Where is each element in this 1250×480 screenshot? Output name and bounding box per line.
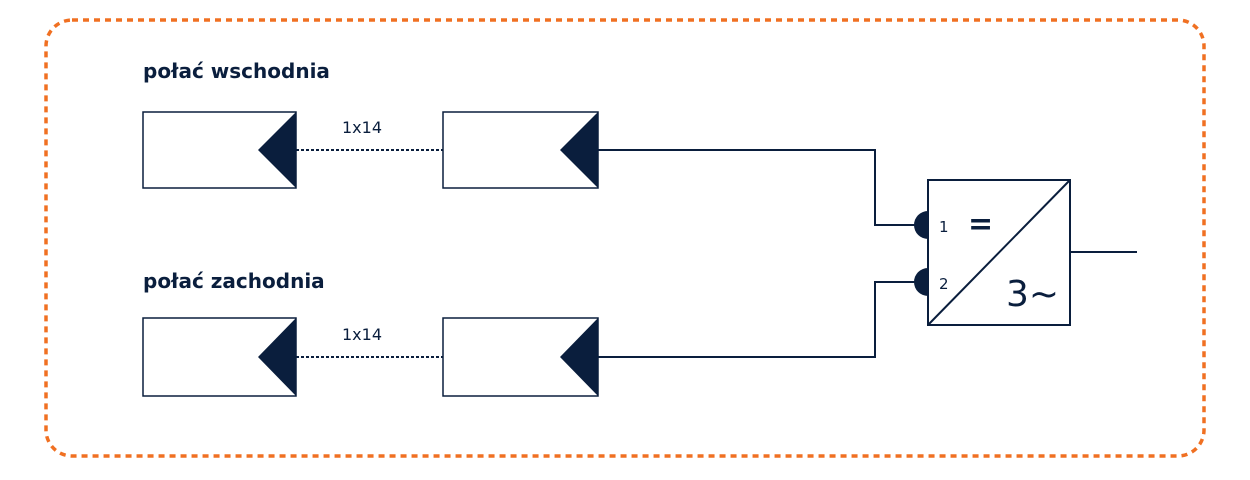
west-module-count: 1x14 — [342, 325, 382, 344]
module-connector-icon — [560, 112, 598, 188]
east-string: 1x14 — [142, 111, 918, 226]
input-1-label: 1 — [939, 218, 949, 236]
module-connector-icon — [258, 318, 296, 396]
west-string: 1x14 — [142, 281, 918, 397]
dc-symbol: = — [968, 207, 993, 242]
input-connector-icon — [914, 211, 928, 239]
module-connector-icon — [258, 112, 296, 188]
input-2-label: 2 — [939, 275, 949, 293]
inverter-diagonal — [927, 179, 1071, 326]
west-dc-cable — [598, 281, 918, 358]
east-roof-label: połać wschodnia — [143, 59, 330, 83]
inverter: 1 2 = 3~ — [914, 179, 1137, 326]
east-module-count: 1x14 — [342, 118, 382, 137]
east-dc-cable — [598, 149, 918, 226]
ac-symbol: 3~ — [1006, 274, 1059, 315]
system-boundary — [44, 18, 1206, 458]
input-connector-icon — [914, 268, 928, 296]
module-connector-icon — [560, 318, 598, 396]
west-roof-label: połać zachodnia — [143, 269, 325, 293]
